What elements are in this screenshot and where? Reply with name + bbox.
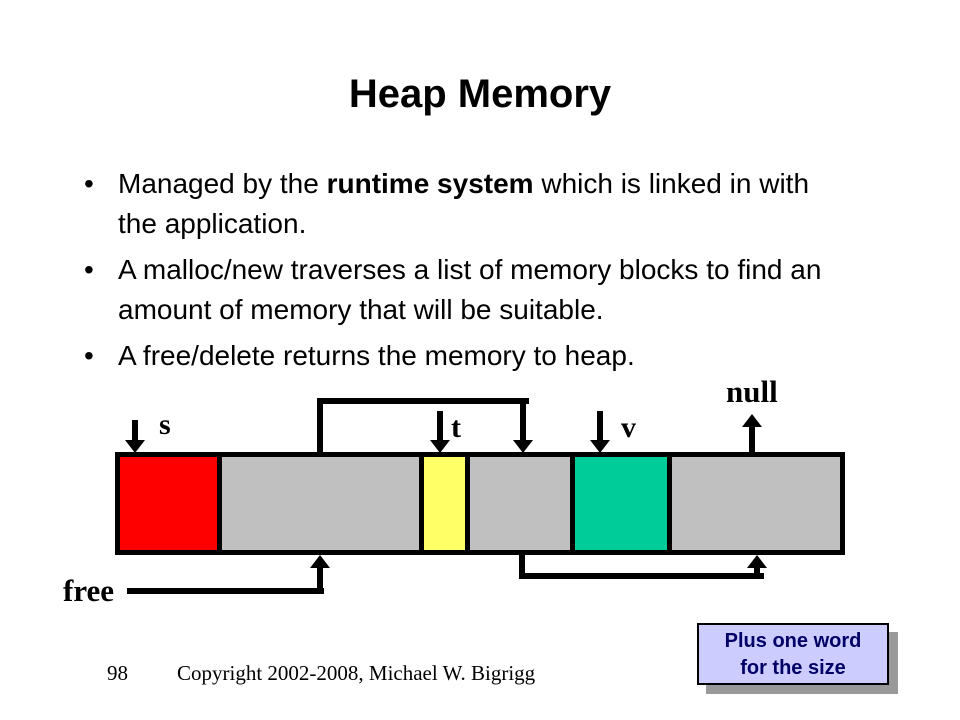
bullet-marker: • <box>84 340 94 371</box>
free-pointer-line <box>317 566 323 594</box>
block-free-2 <box>470 457 570 550</box>
bottom-link-left-line <box>519 555 525 579</box>
arrow-down-icon <box>590 440 610 453</box>
bullet-text: Managed by the runtime system which is l… <box>118 164 846 244</box>
bullet-1-bold: runtime system <box>326 168 534 199</box>
arrow-up-icon <box>742 414 762 427</box>
free-pointer-horizontal-line <box>127 588 324 594</box>
memory-bar <box>115 452 845 555</box>
v-pointer-line <box>597 411 603 441</box>
bullet-1-prefix: Managed by the <box>118 168 327 199</box>
bullet-item-2: • A malloc/new traverses a list of memor… <box>84 250 846 330</box>
arrow-down-icon <box>513 440 533 453</box>
callout-line-1: Plus one word <box>724 630 862 652</box>
bottom-link-horizontal-line <box>519 573 764 579</box>
arrow-down-icon <box>430 440 450 453</box>
block-divider <box>465 457 470 550</box>
bullet-marker: • <box>84 168 94 199</box>
page-number: 98 <box>107 661 128 685</box>
label-t: t <box>451 411 461 444</box>
top-link-right-line <box>520 401 526 440</box>
top-link-horizontal-line <box>317 398 529 404</box>
block-divider <box>217 457 222 550</box>
bullet-list: • Managed by the runtime system which is… <box>84 164 846 382</box>
block-allocated-t <box>424 457 465 550</box>
bullet-item-3: • A free/delete returns the memory to he… <box>84 336 846 376</box>
top-link-left-line <box>317 401 323 452</box>
callout-line-2: for the size <box>740 657 846 679</box>
bullet-text: A free/delete returns the memory to heap… <box>118 340 635 371</box>
copyright-text: Copyright 2002-2008, Michael W. Bigrigg <box>177 661 536 685</box>
block-divider <box>570 457 575 550</box>
bottom-link-right-line <box>754 566 760 579</box>
bullet-item-1: • Managed by the runtime system which is… <box>84 164 846 244</box>
label-v: v <box>621 411 636 444</box>
block-allocated-s <box>120 457 217 550</box>
t-pointer-line <box>437 411 443 441</box>
label-null: null <box>726 374 778 409</box>
label-free: free <box>63 573 115 608</box>
label-s: s <box>159 408 171 441</box>
bullet-1-suffix: which is linked in with the application. <box>118 168 810 239</box>
arrow-up-icon <box>310 555 330 568</box>
bullet-marker: • <box>84 254 94 285</box>
block-divider <box>419 457 424 550</box>
block-free-3 <box>672 457 840 550</box>
s-pointer-line <box>132 420 138 441</box>
null-pointer-line <box>749 426 755 452</box>
block-free-1 <box>222 457 419 550</box>
arrow-down-icon <box>125 440 145 453</box>
callout-box: Plus one word for the size <box>697 623 889 685</box>
arrow-up-icon <box>747 555 767 568</box>
block-allocated-v <box>575 457 667 550</box>
page-title: Heap Memory <box>348 72 612 116</box>
bullet-text: A malloc/new traverses a list of memory … <box>118 254 822 325</box>
block-divider <box>667 457 672 550</box>
